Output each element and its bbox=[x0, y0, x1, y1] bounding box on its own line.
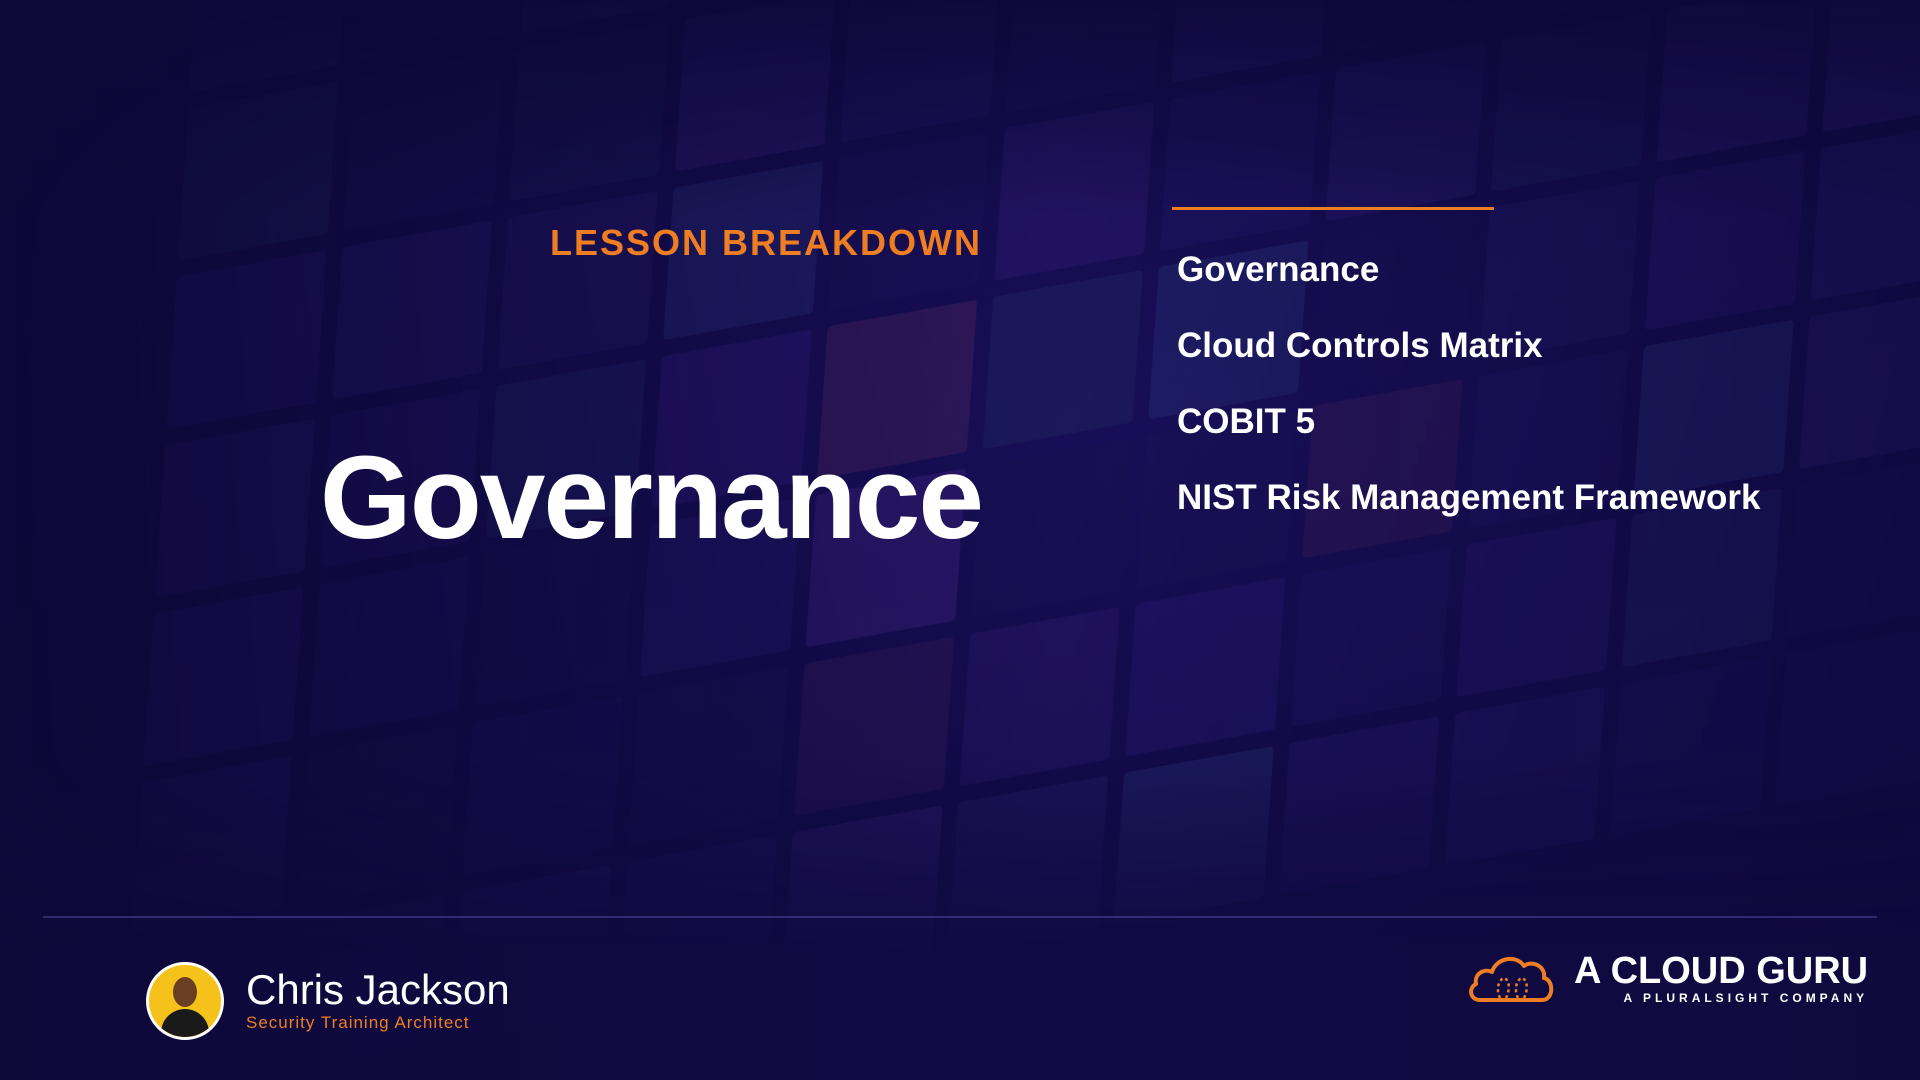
cloud-logo-icon bbox=[1469, 956, 1554, 1002]
presenter-role: Security Training Architect bbox=[246, 1013, 470, 1032]
footer-divider bbox=[43, 916, 1877, 918]
topic-item: COBIT 5 bbox=[1177, 402, 1316, 441]
topic-item: NIST Risk Management Framework bbox=[1177, 478, 1761, 517]
lesson-title: Governance bbox=[319, 432, 984, 564]
brand-logo: A CLOUD GURU A PLURALSIGHT COMPANY bbox=[1466, 950, 1868, 1006]
presenter-avatar bbox=[146, 962, 224, 1040]
lesson-eyebrow: LESSON BREAKDOWN bbox=[549, 222, 982, 263]
presenter-card: Chris Jackson Security Training Architec… bbox=[146, 962, 510, 1040]
topic-item: Cloud Controls Matrix bbox=[1177, 326, 1543, 365]
topic-list: Governance Cloud Controls Matrix COBIT 5… bbox=[1177, 247, 1761, 551]
topic-item: Governance bbox=[1177, 250, 1380, 289]
topics-accent-line bbox=[1172, 207, 1494, 210]
brand-tagline: A PLURALSIGHT COMPANY bbox=[1623, 991, 1869, 1005]
presenter-name: Chris Jackson bbox=[246, 966, 510, 1013]
brand-name: A CLOUD GURU bbox=[1574, 950, 1869, 992]
